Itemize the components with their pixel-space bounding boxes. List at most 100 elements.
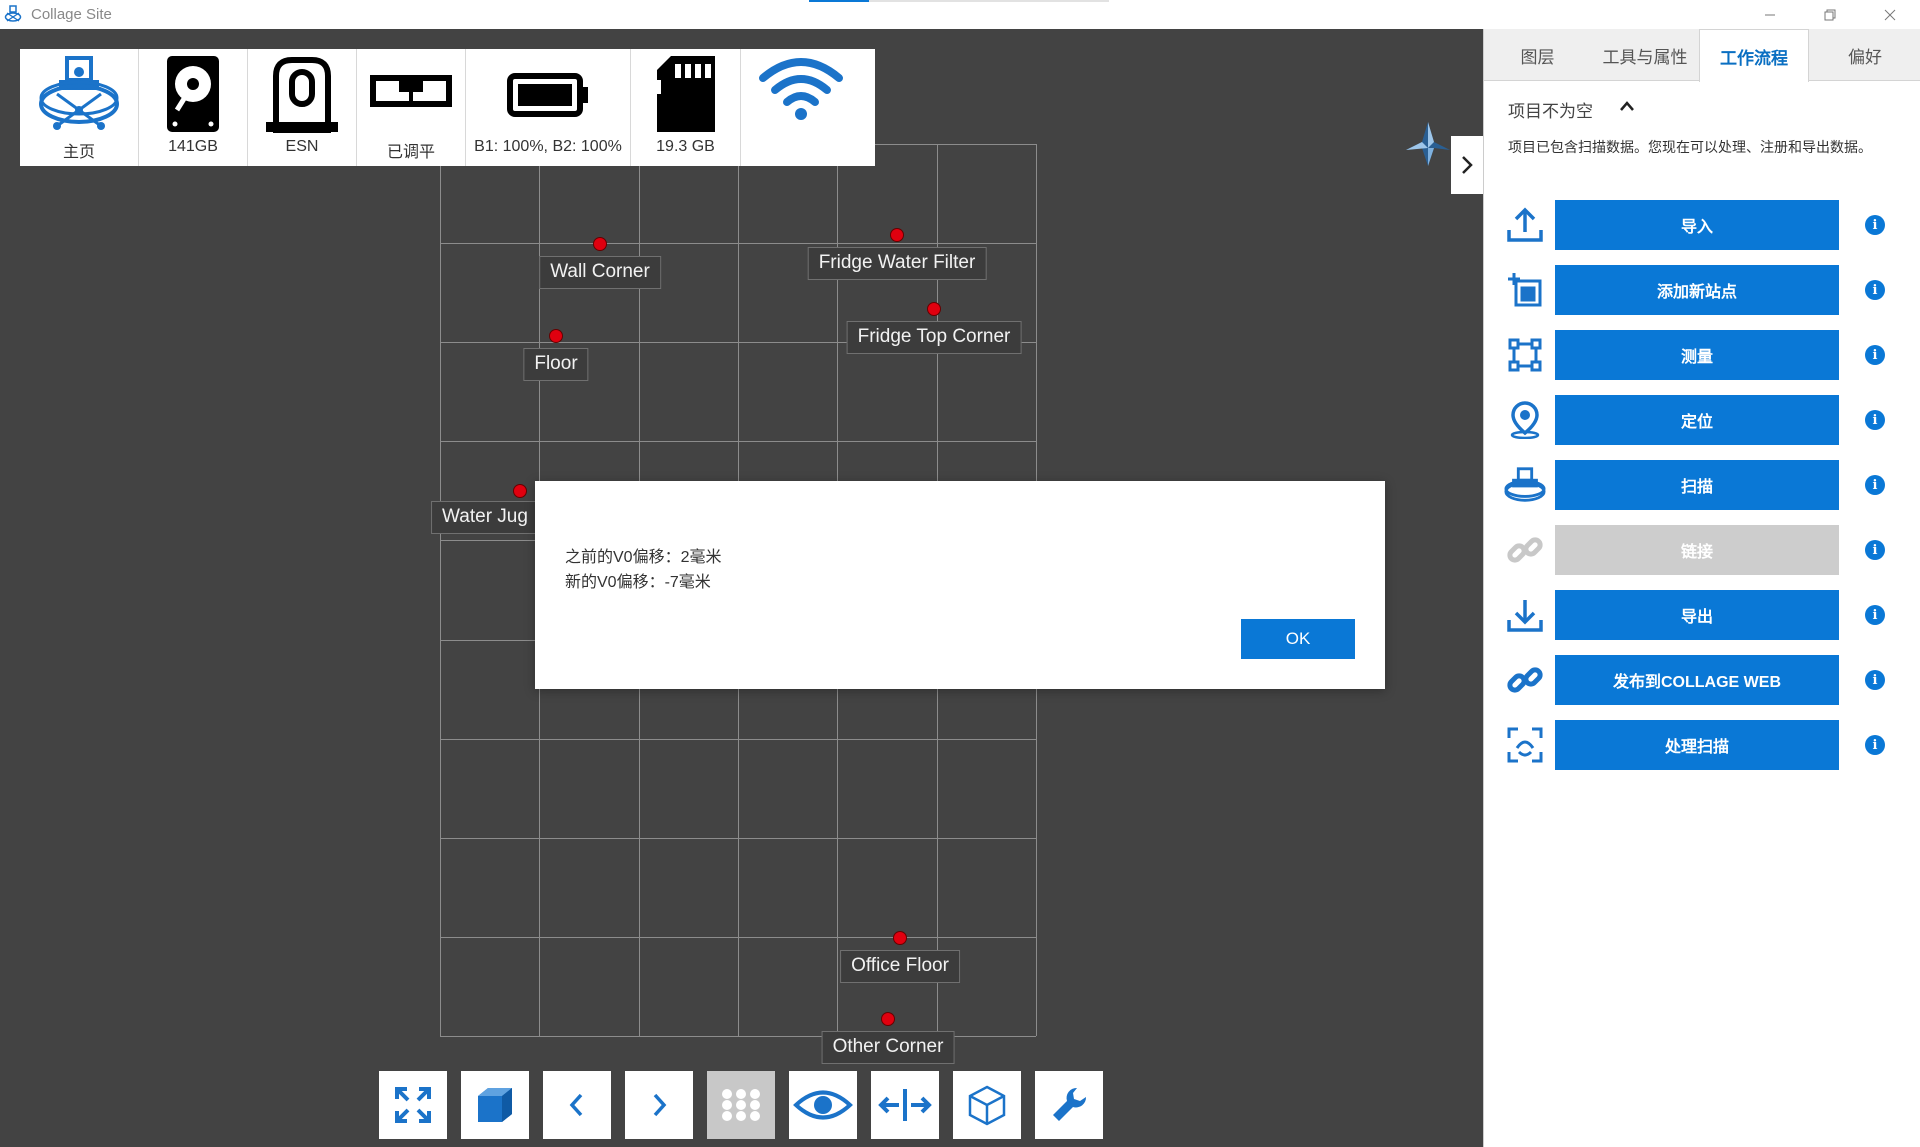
add-station-icon [1504, 269, 1546, 311]
restore-icon [1824, 9, 1836, 20]
status-home[interactable]: 主页 [20, 49, 139, 166]
point-label[interactable]: Fridge Water Filter [807, 247, 987, 280]
point-marker[interactable] [927, 302, 941, 316]
grid-line-horizontal [440, 243, 1036, 245]
locate-info-icon[interactable]: i [1865, 410, 1885, 430]
point-marker[interactable] [893, 931, 907, 945]
point-marker[interactable] [549, 329, 563, 343]
status-level: 已调平 [357, 49, 466, 166]
add-station-info-icon[interactable]: i [1865, 280, 1885, 300]
compass-icon[interactable] [1404, 120, 1452, 168]
point-label[interactable]: Office Floor [840, 950, 960, 983]
split-icon [878, 1089, 932, 1121]
import-button[interactable]: 导入 [1555, 200, 1839, 250]
grid-line-horizontal [440, 936, 1036, 938]
tab-preferences[interactable]: 偏好 [1848, 47, 1882, 67]
link-info-icon[interactable]: i [1865, 540, 1885, 560]
publish-collage-web-button[interactable]: 发布到COLLAGE WEB [1555, 655, 1839, 705]
battery-icon [507, 73, 588, 117]
grid-line-horizontal [440, 1036, 1036, 1037]
measure-icon [1504, 334, 1546, 376]
wifi-icon [758, 58, 843, 120]
upload-icon [1504, 204, 1546, 246]
process-scan-icon [1504, 724, 1546, 766]
process-info-icon[interactable]: i [1865, 735, 1885, 755]
point-label[interactable]: Fridge Top Corner [846, 321, 1022, 354]
point-label[interactable]: Floor [523, 348, 589, 381]
workflow-row-add-station: 添加新站点 i [1484, 265, 1920, 315]
title-progress-fill [809, 0, 869, 2]
workflow-row-process: 处理扫描 i [1484, 720, 1920, 770]
wireframe-cube-icon [968, 1085, 1006, 1126]
settings-tool-button[interactable] [1035, 1071, 1103, 1139]
solid-view-button[interactable] [461, 1071, 529, 1139]
grid-line-horizontal [440, 837, 1036, 839]
workflow-row-publish: 发布到COLLAGE WEB i [1484, 655, 1920, 705]
locate-icon [1504, 399, 1546, 441]
sd-card-icon [656, 56, 715, 132]
right-panel: 图层 工具与属性 工作流程 偏好 项目不为空 项目已包含扫描数据。您现在可以处理… [1483, 29, 1920, 1147]
split-view-button[interactable] [871, 1071, 939, 1139]
panel-tabs: 图层 工具与属性 工作流程 偏好 [1484, 29, 1920, 82]
grid-line-horizontal [440, 441, 1036, 443]
grid-dots-icon [722, 1089, 760, 1121]
grid-view-button[interactable] [707, 1071, 775, 1139]
window-title: Collage Site [31, 6, 112, 23]
export-button[interactable]: 导出 [1555, 590, 1839, 640]
visibility-button[interactable] [789, 1071, 857, 1139]
grid-line-vertical [440, 144, 441, 1036]
point-marker[interactable] [513, 484, 527, 498]
measure-info-icon[interactable]: i [1865, 345, 1885, 365]
status-esn-label: ESN [285, 138, 319, 155]
hard-drive-icon [167, 56, 219, 132]
point-label[interactable]: Other Corner [821, 1031, 955, 1064]
import-info-icon[interactable]: i [1865, 215, 1885, 235]
solid-cube-icon [478, 1088, 512, 1122]
scan-button[interactable]: 扫描 [1555, 460, 1839, 510]
publish-info-icon[interactable]: i [1865, 670, 1885, 690]
next-button[interactable] [625, 1071, 693, 1139]
locate-button[interactable]: 定位 [1555, 395, 1839, 445]
tab-layers[interactable]: 图层 [1520, 47, 1555, 67]
point-marker[interactable] [890, 228, 904, 242]
point-marker[interactable] [881, 1012, 895, 1026]
status-wifi [741, 49, 860, 166]
workflow-row-scan: 扫描 i [1484, 460, 1920, 510]
export-info-icon[interactable]: i [1865, 605, 1885, 625]
previous-button[interactable] [543, 1071, 611, 1139]
dialog-new-offset: 新的V0偏移：-7毫米 [565, 574, 711, 591]
chevron-left-icon [569, 1093, 583, 1117]
workflow-row-locate: 定位 i [1484, 395, 1920, 445]
title-progress-bar [809, 0, 1109, 2]
download-icon [1504, 594, 1546, 636]
process-scan-button[interactable]: 处理扫描 [1555, 720, 1839, 770]
status-sdcard-label: 19.3 GB [656, 138, 715, 155]
scan-icon [1504, 464, 1546, 506]
link-button[interactable]: 链接 [1555, 525, 1839, 575]
title-bar: Collage Site [0, 0, 1920, 29]
fit-view-icon [395, 1087, 431, 1123]
tab-tools-properties[interactable]: 工具与属性 [1602, 47, 1688, 67]
chevron-up-icon[interactable] [1619, 99, 1635, 113]
grid-line-horizontal [440, 738, 1036, 740]
wireframe-view-button[interactable] [953, 1071, 1021, 1139]
point-marker[interactable] [593, 237, 607, 251]
status-home-label: 主页 [62, 144, 95, 161]
scan-info-icon[interactable]: i [1865, 475, 1885, 495]
point-label[interactable]: Water Jug [431, 501, 539, 534]
tab-workflow[interactable]: 工作流程 [1699, 29, 1809, 82]
esn-scanner-icon [266, 57, 338, 133]
status-level-label: 已调平 [386, 144, 435, 161]
grid-line-horizontal [440, 342, 1036, 344]
panel-toggle-button[interactable] [1451, 136, 1483, 194]
add-station-button[interactable]: 添加新站点 [1555, 265, 1839, 315]
scanner-home-icon [39, 56, 119, 130]
measure-button[interactable]: 测量 [1555, 330, 1839, 380]
minimize-button[interactable] [1740, 0, 1800, 29]
dialog-ok-button[interactable]: OK [1241, 619, 1355, 659]
restore-button[interactable] [1800, 0, 1860, 29]
fit-view-button[interactable] [379, 1071, 447, 1139]
close-button[interactable] [1860, 0, 1920, 29]
point-label[interactable]: Wall Corner [539, 256, 661, 289]
